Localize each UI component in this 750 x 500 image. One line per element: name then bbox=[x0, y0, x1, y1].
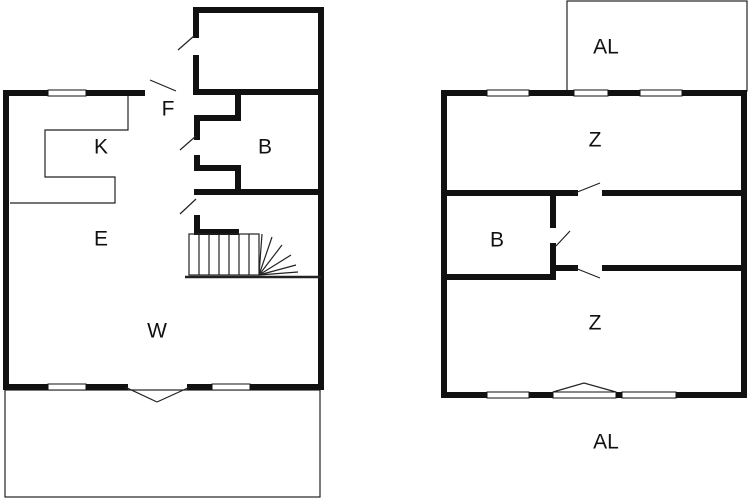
window bbox=[47, 89, 87, 97]
bathroom-wall bbox=[194, 155, 241, 195]
window bbox=[486, 89, 530, 97]
room-label-b: B bbox=[258, 136, 272, 159]
stair-wall bbox=[194, 215, 239, 235]
upper-floor-plan: AL Z B Z AL bbox=[441, 0, 748, 454]
door-opening bbox=[573, 89, 609, 97]
room-label-k: K bbox=[94, 136, 108, 159]
room-label-e: E bbox=[94, 228, 108, 251]
room-label-b: B bbox=[490, 229, 504, 252]
bath-wall bbox=[444, 193, 556, 280]
ground-floor-plan: F K B E W bbox=[3, 7, 324, 498]
room-label-z-top: Z bbox=[589, 129, 602, 152]
window bbox=[486, 391, 530, 399]
terrace bbox=[4, 389, 321, 498]
window bbox=[211, 383, 251, 391]
door-swing bbox=[574, 267, 601, 279]
door-swing bbox=[149, 79, 177, 92]
room-label-al-bottom: AL bbox=[593, 431, 619, 454]
door-swing bbox=[124, 386, 191, 403]
door-swing bbox=[555, 230, 571, 247]
room-label-w: W bbox=[147, 320, 167, 343]
room-label-f: F bbox=[162, 98, 175, 121]
window bbox=[639, 89, 683, 97]
room-label-al-top: AL bbox=[593, 36, 619, 59]
window bbox=[47, 383, 87, 391]
door-swing bbox=[179, 198, 197, 215]
annex-wall bbox=[193, 7, 324, 95]
room-label-z-bottom: Z bbox=[589, 312, 602, 335]
window bbox=[621, 391, 677, 399]
outer-wall-left bbox=[3, 90, 145, 390]
door-swing bbox=[177, 35, 195, 51]
outer-wall-right bbox=[187, 89, 324, 390]
door-swing bbox=[552, 382, 617, 393]
staircase bbox=[188, 233, 299, 276]
kitchen-counter bbox=[10, 96, 129, 204]
door-swing bbox=[179, 135, 197, 151]
door-opening bbox=[552, 391, 617, 399]
door-swing bbox=[574, 182, 601, 194]
bathroom-wall bbox=[194, 90, 241, 140]
